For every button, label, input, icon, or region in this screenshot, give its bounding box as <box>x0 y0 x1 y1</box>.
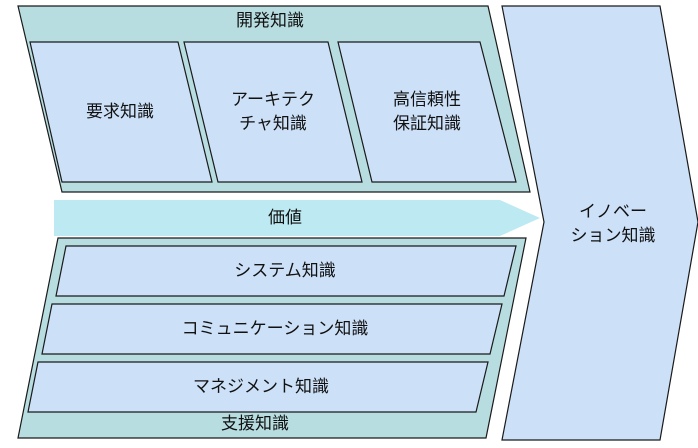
dev-item-box-1 <box>29 41 213 183</box>
value-arrow-shape <box>54 200 540 236</box>
dev-item-box-2 <box>183 41 363 183</box>
support-item-box-2 <box>41 303 503 355</box>
innovation-chevron-shape <box>501 5 698 441</box>
support-item-box-1 <box>55 245 517 297</box>
support-item-box-3 <box>27 361 489 413</box>
dev-item-box-3 <box>337 41 517 183</box>
